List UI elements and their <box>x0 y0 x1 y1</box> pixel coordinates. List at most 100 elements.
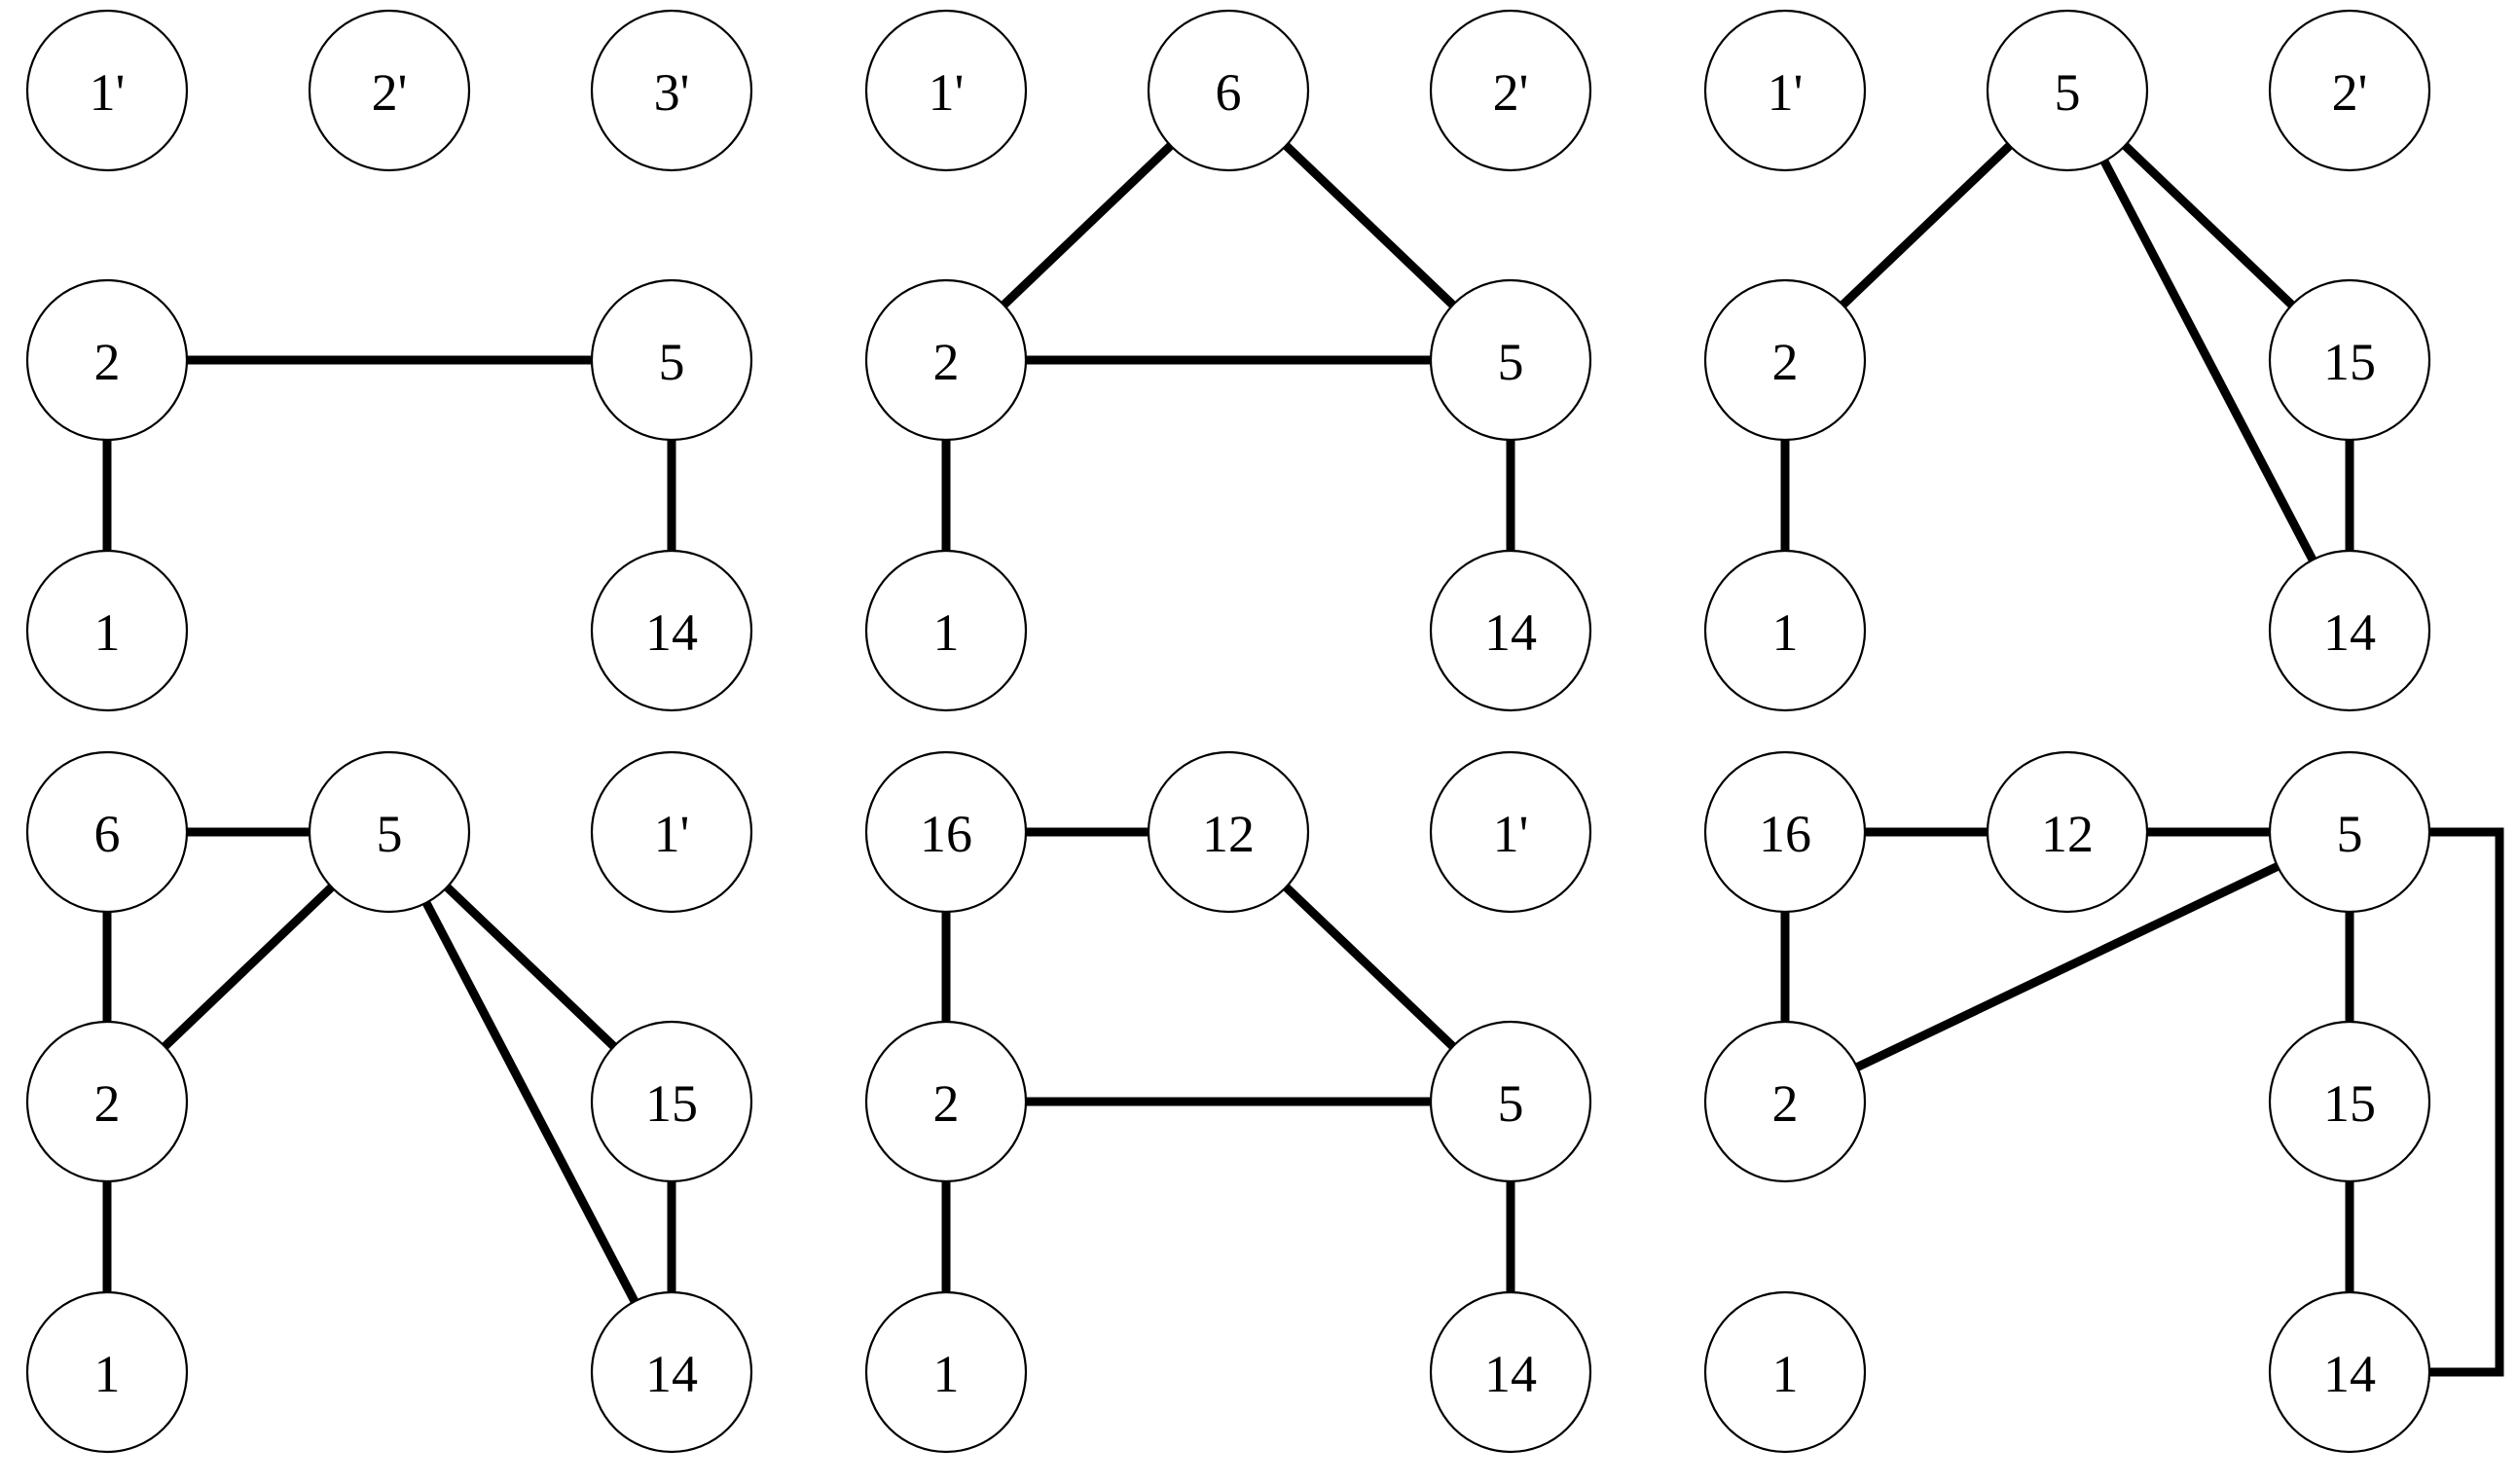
node-circle[interactable] <box>25 9 189 172</box>
graph-node[interactable]: 6 <box>1147 9 1310 172</box>
graph-node[interactable]: 15 <box>590 1020 753 1183</box>
node-circle[interactable] <box>590 1020 753 1183</box>
node-label: 2 <box>94 333 121 391</box>
node-label: 1 <box>94 603 121 662</box>
graph-node[interactable]: 14 <box>2268 1290 2431 1454</box>
node-circle[interactable] <box>25 750 189 914</box>
graph-node[interactable]: 1 <box>864 1290 1028 1454</box>
node-circle[interactable] <box>864 750 1028 914</box>
node-circle[interactable] <box>2268 549 2431 712</box>
node-circle[interactable] <box>590 278 753 442</box>
node-circle[interactable] <box>864 278 1028 442</box>
node-circle[interactable] <box>25 1020 189 1183</box>
node-circle[interactable] <box>1986 9 2149 172</box>
graph-node[interactable]: 5 <box>590 278 753 442</box>
graph-node[interactable]: 2 <box>25 1020 189 1183</box>
node-circle[interactable] <box>1703 1290 1867 1454</box>
graph-node[interactable]: 5 <box>1429 1020 1592 1183</box>
node-label: 1' <box>1768 63 1804 122</box>
node-label: 5 <box>2055 63 2081 122</box>
node-circle[interactable] <box>1147 750 1310 914</box>
graph-node[interactable]: 2' <box>2268 9 2431 172</box>
graph-node[interactable]: 5 <box>308 750 471 914</box>
node-circle[interactable] <box>1986 750 2149 914</box>
graph-node[interactable]: 1 <box>25 549 189 712</box>
node-circle[interactable] <box>864 9 1028 172</box>
node-circle[interactable] <box>1429 549 1592 712</box>
graph-node[interactable]: 2 <box>864 278 1028 442</box>
node-circle[interactable] <box>2268 278 2431 442</box>
graph-node[interactable]: 1 <box>1703 549 1867 712</box>
node-circle[interactable] <box>1703 9 1867 172</box>
graph-node[interactable]: 15 <box>2268 1020 2431 1183</box>
graph-node[interactable]: 16 <box>1703 750 1867 914</box>
graph-node[interactable]: 5 <box>1986 9 2149 172</box>
node-label: 2 <box>94 1074 121 1133</box>
node-circle[interactable] <box>1703 549 1867 712</box>
node-circle[interactable] <box>1429 278 1592 442</box>
node-circle[interactable] <box>308 750 471 914</box>
graph-node[interactable]: 1' <box>590 750 753 914</box>
node-circle[interactable] <box>1429 750 1592 914</box>
node-circle[interactable] <box>2268 1290 2431 1454</box>
node-label: 2 <box>933 333 960 391</box>
graph-node[interactable]: 16 <box>864 750 1028 914</box>
graph-panel: 6 5 1' 2 15 1 14 <box>25 750 753 1454</box>
graph-node[interactable]: 1' <box>1703 9 1867 172</box>
graph-node[interactable]: 2' <box>1429 9 1592 172</box>
node-circle[interactable] <box>864 549 1028 712</box>
node-label: 5 <box>2337 805 2363 863</box>
node-circle[interactable] <box>25 549 189 712</box>
node-label: 12 <box>2041 805 2094 863</box>
node-circle[interactable] <box>1147 9 1310 172</box>
graph-panel: 16 12 5 2 15 1 14 <box>1703 750 2504 1454</box>
node-circle[interactable] <box>1429 9 1592 172</box>
node-circle[interactable] <box>25 1290 189 1454</box>
graph-node[interactable]: 1' <box>1429 750 1592 914</box>
graph-node[interactable]: 1' <box>25 9 189 172</box>
graph-node[interactable]: 1 <box>25 1290 189 1454</box>
graph-node[interactable]: 5 <box>2268 750 2431 914</box>
node-circle[interactable] <box>864 1020 1028 1183</box>
node-circle[interactable] <box>2268 9 2431 172</box>
node-circle[interactable] <box>1429 1290 1592 1454</box>
graph-node[interactable]: 6 <box>25 750 189 914</box>
node-circle[interactable] <box>590 9 753 172</box>
graph-node[interactable]: 15 <box>2268 278 2431 442</box>
graph-edge <box>2429 827 2504 1377</box>
node-circle[interactable] <box>1703 278 1867 442</box>
graph-node[interactable]: 12 <box>1986 750 2149 914</box>
graph-node[interactable]: 12 <box>1147 750 1310 914</box>
graph-node[interactable]: 14 <box>590 549 753 712</box>
node-circle[interactable] <box>1703 750 1867 914</box>
graph-node[interactable]: 2 <box>864 1020 1028 1183</box>
node-circle[interactable] <box>590 750 753 914</box>
node-circle[interactable] <box>25 278 189 442</box>
graph-node[interactable]: 14 <box>590 1290 753 1454</box>
node-circle[interactable] <box>2268 750 2431 914</box>
graph-node[interactable]: 2 <box>25 278 189 442</box>
graph-edge <box>444 884 617 1050</box>
node-circle[interactable] <box>1703 1020 1867 1183</box>
graph-node[interactable]: 1' <box>864 9 1028 172</box>
node-circle[interactable] <box>590 1290 753 1454</box>
graph-node[interactable]: 2' <box>308 9 471 172</box>
graph-edge <box>421 900 639 1304</box>
node-circle[interactable] <box>864 1290 1028 1454</box>
graph-node[interactable]: 14 <box>1429 549 1592 712</box>
node-circle[interactable] <box>2268 1020 2431 1183</box>
node-circle[interactable] <box>308 9 471 172</box>
graph-node[interactable]: 5 <box>1429 278 1592 442</box>
graph-node[interactable]: 14 <box>2268 549 2431 712</box>
graph-node[interactable]: 14 <box>1429 1290 1592 1454</box>
graph-node[interactable]: 1 <box>1703 1290 1867 1454</box>
graph-node[interactable]: 3' <box>590 9 753 172</box>
node-circle[interactable] <box>1429 1020 1592 1183</box>
node-label: 6 <box>94 805 121 863</box>
node-circle[interactable] <box>590 549 753 712</box>
node-label: 14 <box>645 603 698 662</box>
graph-node[interactable]: 2 <box>1703 278 1867 442</box>
graph-node[interactable]: 1 <box>864 549 1028 712</box>
graph-node[interactable]: 2 <box>1703 1020 1867 1183</box>
